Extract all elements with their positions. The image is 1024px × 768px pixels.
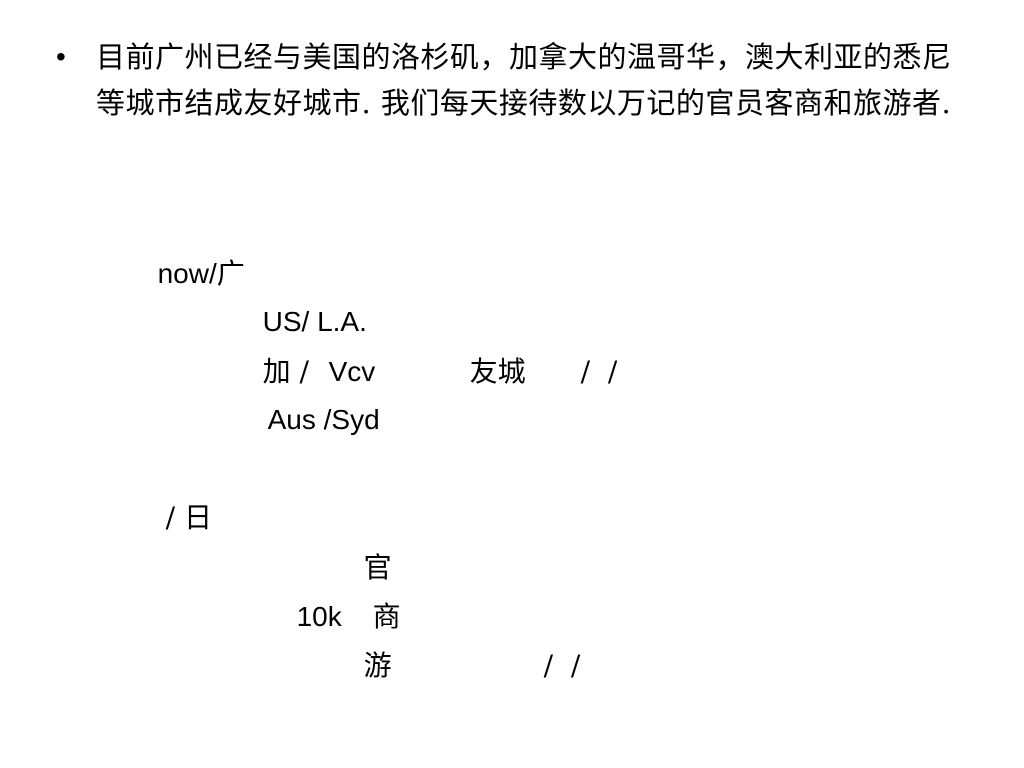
note-slashes-1: / /: [545, 318, 618, 426]
note-ca-prefix-text: 加 /: [262, 355, 309, 388]
note-now: now/广: [122, 220, 245, 328]
note-tourist-text: 游: [363, 649, 392, 682]
note-aus-text: Aus /Syd: [267, 404, 380, 435]
note-us: US/ L.A.: [227, 268, 367, 376]
note-slashes-1-text: / /: [580, 355, 618, 388]
note-tourist: 游: [328, 612, 392, 720]
note-friend-city: 友城: [434, 318, 526, 426]
note-ten-k-text: 10k: [296, 601, 342, 632]
note-us-text: US/ L.A.: [262, 306, 367, 337]
bullet-text: 目前广州已经与美国的洛杉矶，加拿大的温哥华，澳大利亚的悉尼等城市结成友好城市. …: [96, 40, 952, 120]
note-per-day-text: / 日: [165, 501, 212, 534]
note-merchant: 商: [337, 563, 401, 671]
note-official-text: 官: [363, 551, 392, 584]
note-slashes-2-text: / /: [543, 649, 581, 682]
note-merchant-text: 商: [372, 600, 401, 633]
bullet-marker: •: [56, 41, 66, 72]
note-per-day: / 日: [130, 464, 212, 572]
note-aus: Aus /Syd: [232, 366, 380, 474]
note-now-text: now/广: [157, 258, 245, 289]
note-slashes-2: / /: [508, 612, 581, 720]
note-ca-prefix: 加 /: [227, 318, 309, 426]
note-friend-city-text: 友城: [469, 355, 526, 388]
note-ca-city: Vcv: [293, 318, 376, 426]
note-official: 官: [328, 514, 392, 622]
note-ten-k: 10k: [261, 563, 342, 671]
note-ca-city-text: Vcv: [328, 356, 376, 387]
